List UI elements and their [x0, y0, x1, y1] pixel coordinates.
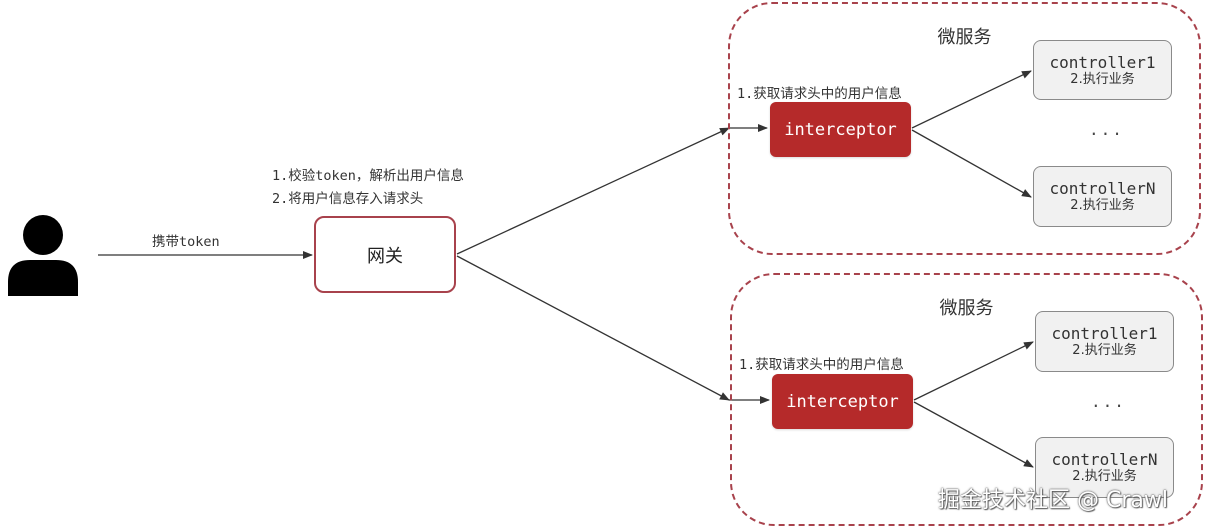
- interceptor-label: interceptor: [786, 391, 899, 412]
- microservice-cluster-1: 微服务: [728, 2, 1201, 255]
- controller-task: 2.执行业务: [1070, 71, 1135, 87]
- controller-ellipsis: ...: [1091, 392, 1126, 411]
- microservice-title: 微服务: [937, 27, 992, 48]
- gateway-note-line2: 2.将用户信息存入请求头: [272, 191, 424, 207]
- watermark-text: 掘金技术社区 @ Crawl: [938, 488, 1168, 513]
- controller-node-1: controller1 2.执行业务: [1033, 40, 1172, 100]
- arrow-interceptor2-to-controllerN: [913, 401, 1034, 468]
- controller-name: controller1: [1049, 52, 1156, 72]
- controller-node-n: controllerN 2.执行业务: [1033, 166, 1172, 227]
- controller-name: controllerN: [1051, 450, 1158, 470]
- controller-task: 2.执行业务: [1072, 343, 1137, 359]
- microservice-cluster-2: 微服务: [730, 273, 1203, 526]
- controller-ellipsis: ...: [1089, 120, 1124, 139]
- gateway-label: 网关: [367, 245, 403, 267]
- controller-task: 2.执行业务: [1072, 469, 1137, 485]
- arrow-interceptor1-to-controller1: [911, 70, 1032, 129]
- microservice-title: 微服务: [939, 298, 994, 319]
- controller-node-1: controller1 2.执行业务: [1035, 311, 1174, 372]
- interceptor-node: interceptor: [770, 102, 911, 157]
- arrow-gateway-to-service1: [456, 127, 730, 255]
- controller-name: controllerN: [1049, 179, 1156, 199]
- controller-node-n: controllerN 2.执行业务: [1035, 437, 1174, 498]
- interceptor-note: 1.获取请求头中的用户信息: [739, 357, 904, 373]
- interceptor-note: 1.获取请求头中的用户信息: [737, 86, 902, 102]
- controller-name: controller1: [1051, 324, 1158, 344]
- gateway-note-line1: 1.校验token，解析出用户信息: [272, 168, 464, 184]
- arrow-gateway-to-service2: [456, 255, 730, 401]
- controller-task: 2.执行业务: [1070, 198, 1135, 214]
- interceptor-node: interceptor: [772, 374, 913, 429]
- edge-label-carry-token: 携带token: [152, 234, 220, 250]
- arrow-interceptor1-to-controllerN: [911, 129, 1032, 198]
- interceptor-label: interceptor: [784, 119, 897, 140]
- gateway-node: 网关: [314, 216, 456, 293]
- user-icon: [8, 215, 78, 296]
- arrow-interceptor2-to-controller1: [913, 341, 1034, 401]
